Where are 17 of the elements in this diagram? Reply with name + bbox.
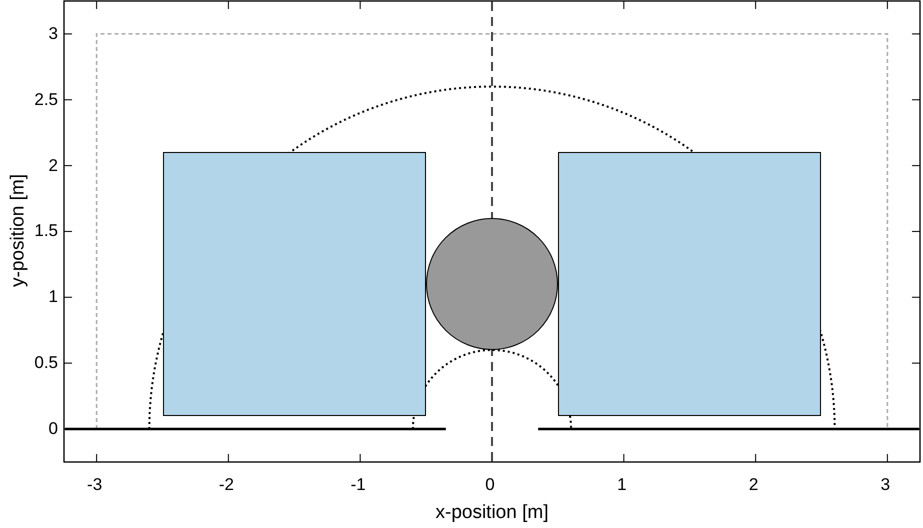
tick-label: 0	[484, 476, 496, 493]
tick-label: 2.5	[33, 90, 58, 108]
tick-label: 2	[48, 156, 58, 174]
rectangle-shape	[162, 152, 426, 416]
rectangle-shape	[558, 152, 822, 416]
tick-label: 2	[748, 476, 760, 493]
tick-label: 1	[616, 476, 628, 493]
tick-label: 1	[48, 288, 58, 306]
axis-title: y-position [m]	[8, 173, 28, 289]
tick-label: 3	[880, 476, 892, 493]
tick-label: 0.5	[33, 354, 58, 372]
axis-title: x-position [m]	[434, 503, 550, 522]
tick-label: -1	[350, 476, 367, 493]
tick-label: -2	[218, 476, 235, 493]
tick-label: 3	[48, 24, 58, 42]
tick-label: -3	[86, 476, 104, 493]
tick-label: 0	[48, 420, 58, 437]
